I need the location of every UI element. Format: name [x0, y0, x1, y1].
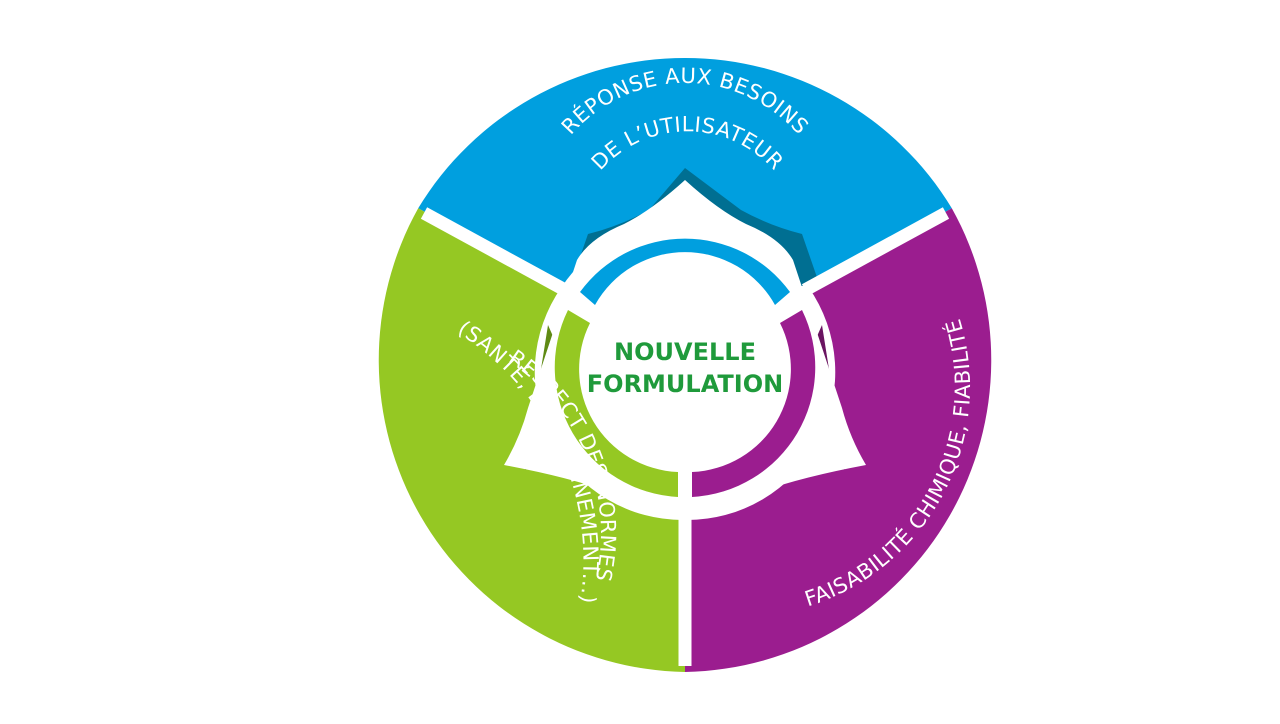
divider-left-top [420, 207, 569, 296]
center-title-line1: NOUVELLE [614, 338, 756, 366]
divider-right-top [801, 207, 950, 296]
center-circle [585, 268, 785, 468]
inner-ring-left [554, 310, 678, 497]
inner-ring-top [580, 238, 790, 305]
inner-ring-right [692, 310, 816, 497]
center-title-line2: FORMULATION [587, 370, 783, 398]
